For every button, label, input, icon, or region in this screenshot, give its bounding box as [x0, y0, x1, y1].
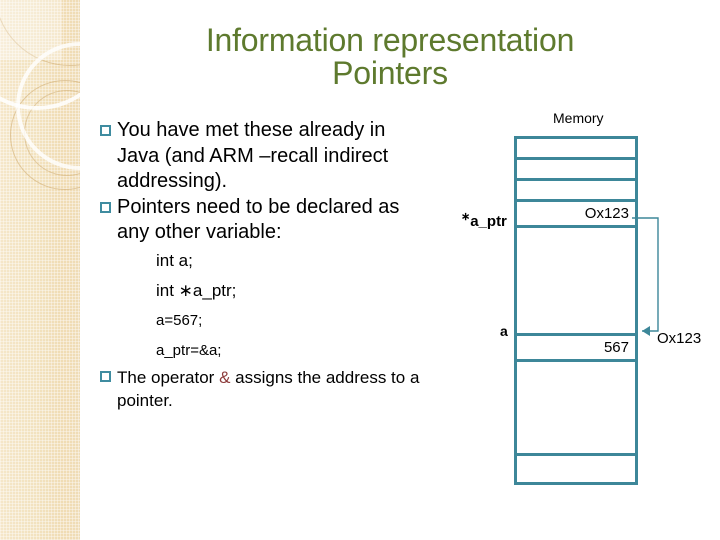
code-line-3: a=567; [156, 311, 203, 329]
memory-cell [517, 456, 635, 482]
bullet-item-2: Pointers need to be declared as any othe… [100, 195, 430, 246]
memory-cell [517, 362, 635, 456]
dereference-star-icon: ∗ [461, 211, 471, 223]
sidebar-corner-highlight [0, 0, 62, 60]
square-bullet-icon [100, 125, 111, 136]
memory-cell-variable: 567 [517, 336, 635, 362]
slide-title-line1: Information representation [205, 22, 575, 58]
memory-cell [517, 160, 635, 181]
code-line-4: a_ptr=&a; [156, 341, 222, 359]
square-bullet-icon [100, 201, 111, 213]
variable-label: a [500, 323, 508, 339]
slide-body: You have met these already in Java (and … [100, 118, 430, 412]
bullet-item-3-suffix: assigns the address to a pointer. [117, 367, 420, 410]
decorative-sidebar [0, 0, 80, 540]
bullet-item-1-label: You have met these already in Java (and … [117, 119, 389, 192]
bullet-item-3-label: The operator & assigns the address to a … [117, 366, 430, 412]
code-line-1: int a; [156, 250, 193, 270]
memory-cell-table: Ox123 567 [514, 136, 638, 485]
square-bullet-icon [100, 370, 111, 382]
bullet-item-1: You have met these already in Java (and … [100, 118, 430, 195]
bullet-item-3-prefix: The operator [117, 367, 220, 387]
memory-diagram: Memory Ox123 567 ∗a_ptr a Ox123 [440, 110, 720, 485]
slide-title: Information representation Pointers [110, 24, 670, 90]
pointer-arrow-head-icon [642, 326, 650, 336]
pointer-variable-label: ∗a_ptr [461, 210, 507, 230]
memory-cell [517, 139, 635, 160]
memory-cell-pointer: Ox123 [517, 202, 635, 228]
ampersand-operator: & [219, 367, 231, 387]
pointer-variable-name: a_ptr [470, 213, 507, 230]
bullet-item-3: The operator & assigns the address to a … [100, 366, 430, 412]
memory-cell [517, 181, 635, 202]
code-line-2: int ∗a_ptr; [156, 280, 237, 300]
address-annotation-label: Ox123 [657, 330, 702, 347]
pointer-arrow-path [632, 217, 659, 332]
memory-cell [517, 228, 635, 336]
bullet-item-2-label: Pointers need to be declared as any othe… [117, 195, 400, 244]
pointer-arrow-connector [632, 217, 659, 336]
slide-title-line2: Pointers [332, 55, 448, 91]
memory-diagram-title: Memory [553, 110, 604, 126]
